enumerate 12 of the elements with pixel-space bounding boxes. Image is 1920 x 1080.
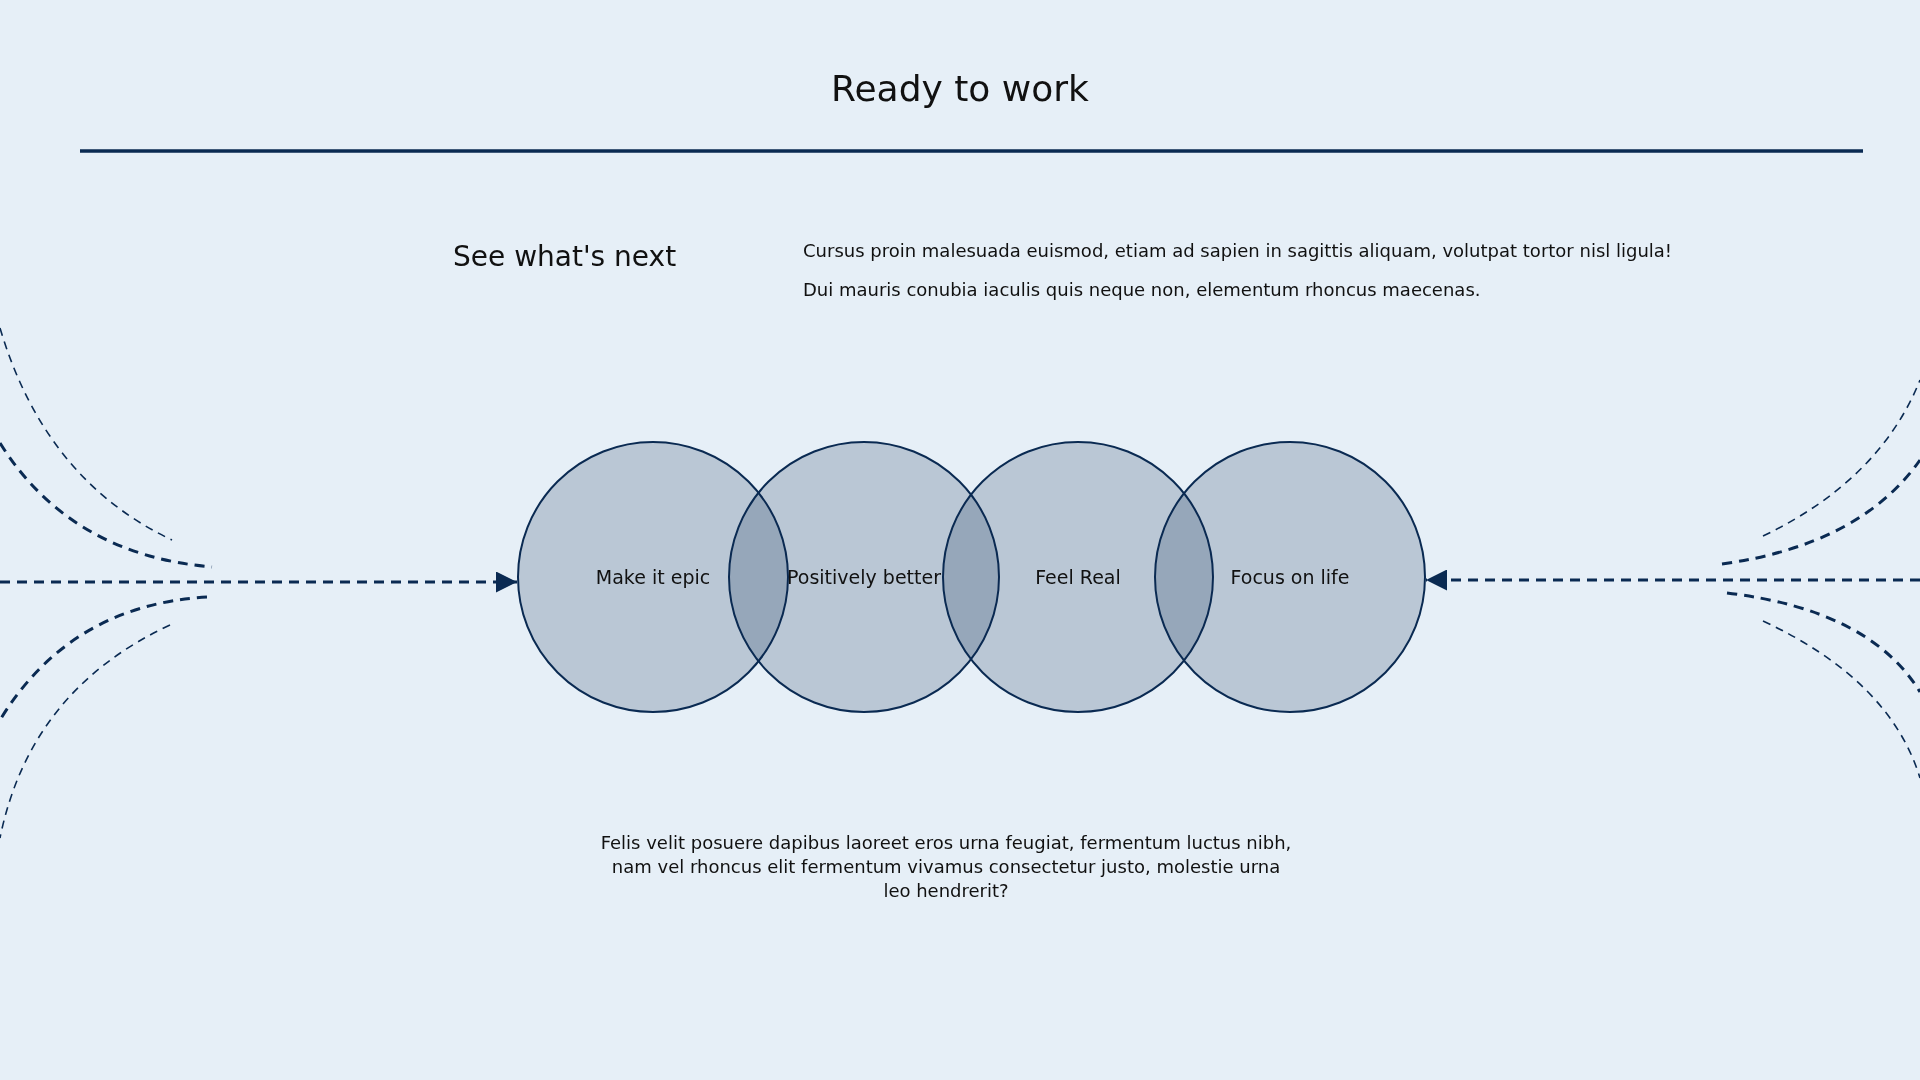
dashed-arrow [1426, 569, 1920, 591]
dashed-arrow [0, 571, 517, 593]
node-label: Focus on life [1229, 566, 1351, 588]
circle-node [1154, 441, 1426, 713]
node-label: Feel Real [1034, 566, 1122, 588]
paragraph-text: Cursus proin malesuada euismod, etiam ad sapien in sagittis aliquam, volutpat tortor nisl ligula! [803, 240, 1673, 261]
paragraph-text: Dui mauris conubia iaculis quis neque non, elementum rhoncus maecenas. [803, 279, 1481, 300]
subheading: See what's next [453, 240, 677, 273]
node-label: Positively better [786, 566, 942, 588]
paragraph-text: Felis velit posuere dapibus laoreet eros urna feugiat, fermentum luctus nibh, nam vel rhoncus elit fermentum vivamus consectetur justo, molestie urna leo hendrerit? [599, 831, 1293, 903]
title: Ready to work [830, 68, 1090, 109]
node-label: Make it epic [594, 566, 712, 588]
